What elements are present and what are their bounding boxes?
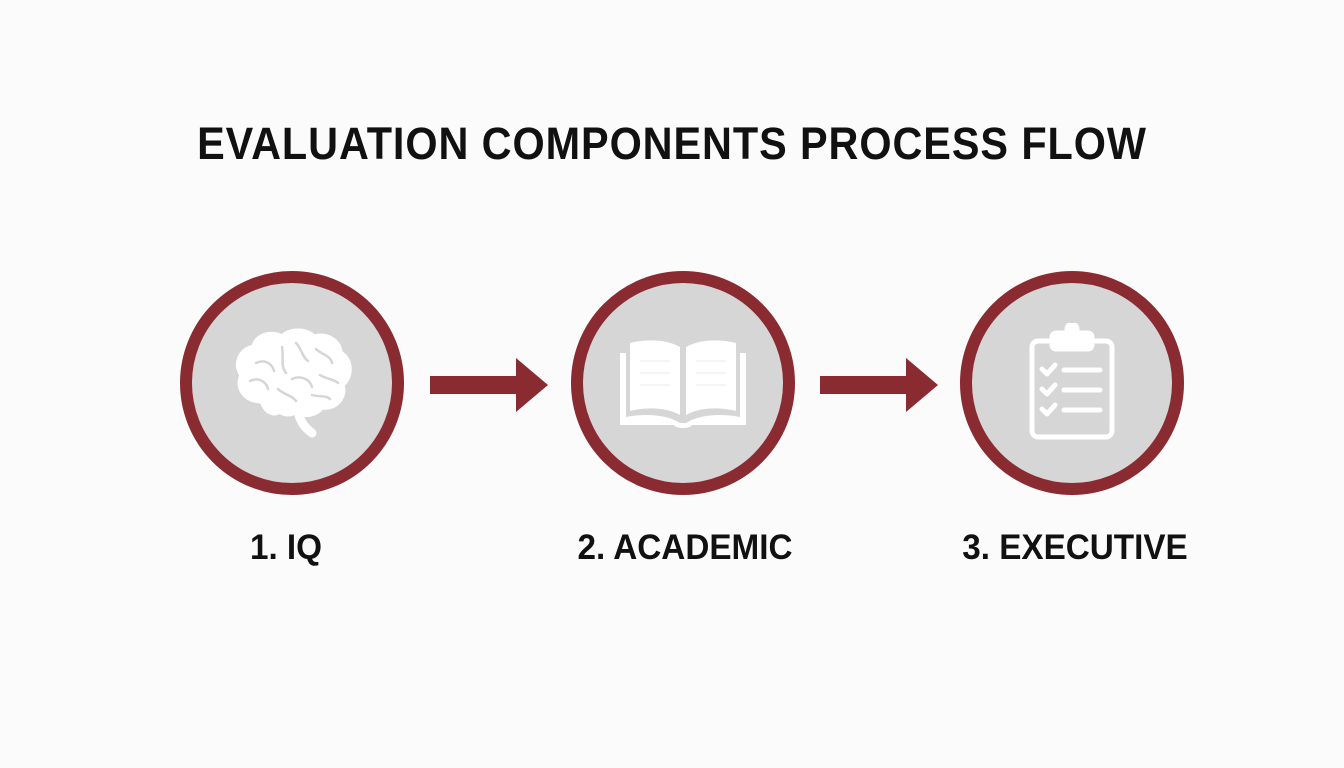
step-executive-circle xyxy=(960,271,1184,495)
step-label-iq: 1. IQ xyxy=(249,528,323,567)
page-title: EVALUATION COMPONENTS PROCESS FLOW xyxy=(197,118,1147,169)
step-label-academic: 2. ACADEMIC xyxy=(577,528,793,567)
brain-icon xyxy=(236,328,352,438)
step-label-executive: 3. EXECUTIVE xyxy=(962,528,1188,567)
book-icon xyxy=(620,340,746,428)
arrow-right-icon xyxy=(820,358,938,412)
clipboard-checklist-icon xyxy=(1029,323,1115,440)
step-academic-circle xyxy=(571,271,795,495)
arrow-right-icon xyxy=(430,358,548,412)
step-iq-circle xyxy=(180,271,404,495)
